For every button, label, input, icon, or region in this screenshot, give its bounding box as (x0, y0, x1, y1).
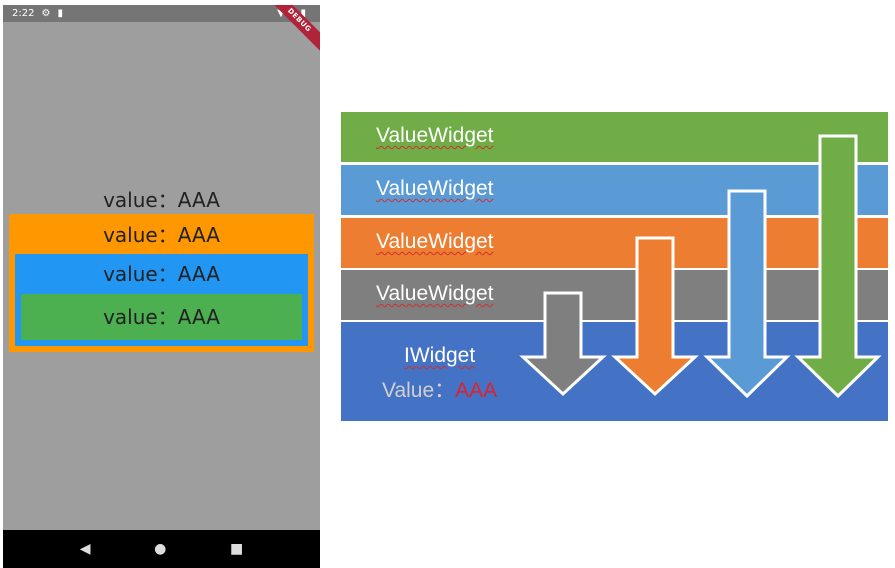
wifi-icon: ▼ (277, 8, 285, 19)
orange-value-label: value：AAA (103, 223, 220, 247)
blue-value-label: value：AAA (103, 262, 220, 286)
status-bar: 2:22 ⚙ ▮ ▼ ◢ ▮ (3, 5, 320, 22)
outer-value-label: value：AAA (103, 188, 220, 212)
band-label: ValueWidget (376, 230, 494, 253)
iwidget-base-band: IWidget Value：AAA (341, 322, 888, 421)
value-widget-band-blue: ValueWidget (341, 165, 888, 215)
widget-hierarchy-diagram: ValueWidget ValueWidget ValueWidget Valu… (341, 112, 888, 421)
blue-container: value：AAA value：AAA (15, 254, 308, 346)
home-icon[interactable]: ● (154, 541, 167, 557)
green-value-label: value：AAA (103, 305, 220, 329)
orange-container: value：AAA value：AAA value：AAA (9, 214, 314, 352)
status-time: 2:22 (12, 8, 35, 19)
gray-down-arrow (519, 291, 607, 397)
blue-down-arrow (703, 189, 791, 399)
value-line: Value：AAA (382, 374, 497, 404)
value-widget-band-orange: ValueWidget (341, 218, 888, 268)
orange-down-arrow (611, 236, 699, 397)
value-widget-band-green: ValueWidget (341, 112, 888, 162)
sd-card-icon: ▮ (57, 8, 63, 19)
band-label: ValueWidget (376, 177, 494, 200)
recents-icon[interactable]: ■ (229, 541, 244, 557)
iwidget-title: IWidget (404, 344, 476, 367)
green-container: value：AAA (21, 294, 302, 340)
value-widget-band-gray: ValueWidget (341, 270, 888, 320)
green-down-arrow (794, 134, 882, 399)
phone-screen: 2:22 ⚙ ▮ ▼ ◢ ▮ DEBUG value：AAA value：AAA… (3, 5, 320, 568)
gear-icon: ⚙ (41, 8, 51, 19)
battery-icon: ▮ (300, 8, 306, 19)
value-label: Value： (382, 379, 456, 402)
back-icon[interactable]: ◀ (79, 541, 91, 557)
down-arrows (519, 134, 882, 399)
band-label: ValueWidget (376, 282, 494, 305)
band-label: ValueWidget (376, 124, 494, 147)
android-nav-bar: ◀ ● ■ (3, 530, 320, 568)
value-text: AAA (455, 379, 498, 402)
